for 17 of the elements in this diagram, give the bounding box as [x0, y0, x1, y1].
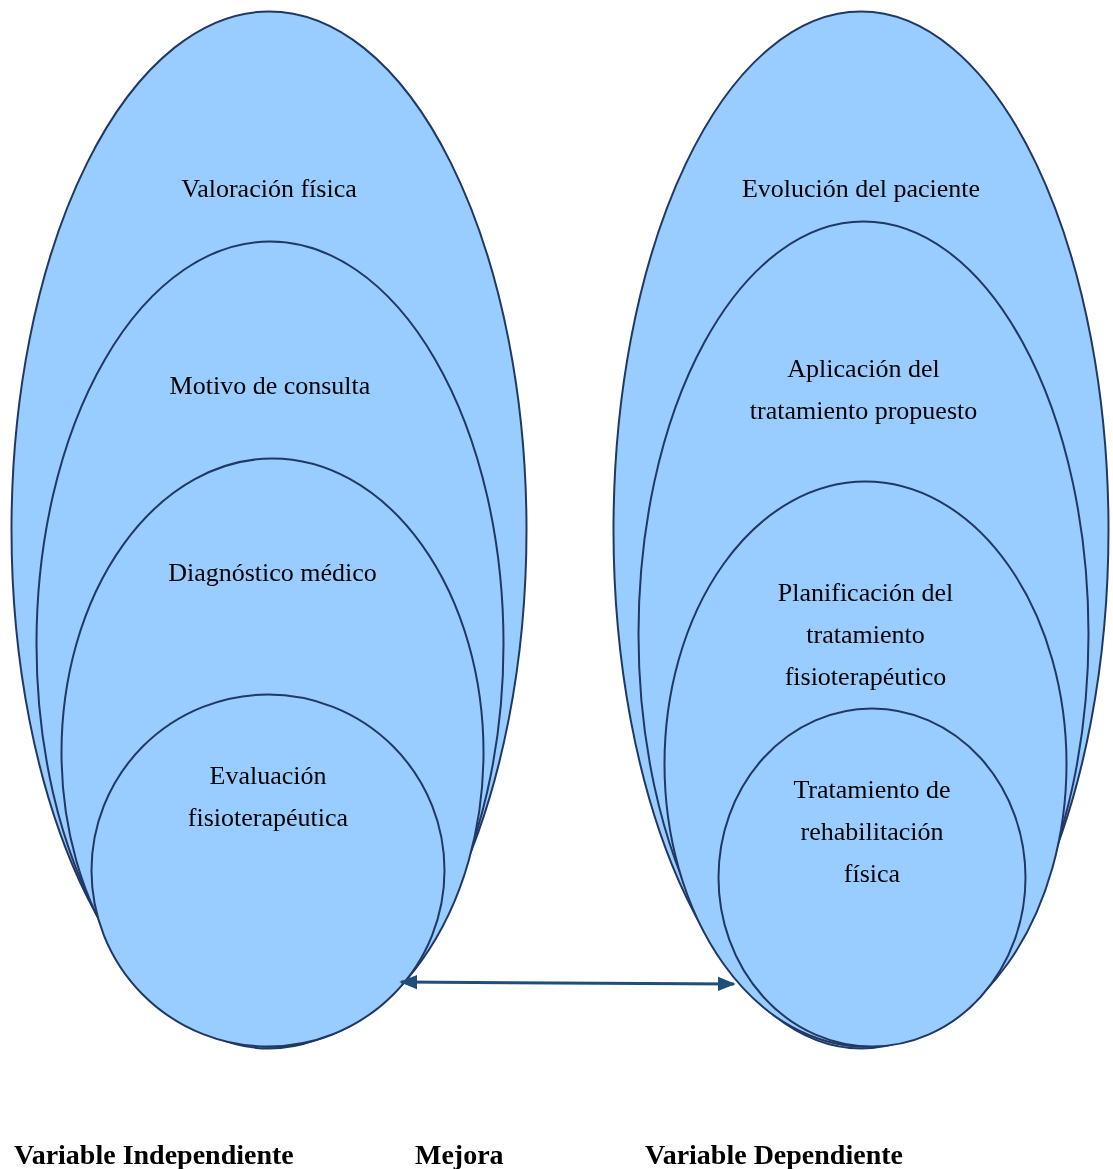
oval-shape	[60, 457, 485, 1048]
oval-shape	[717, 707, 1027, 1048]
oval-shape	[35, 240, 505, 1048]
node-label: Evolución del paciente	[740, 173, 982, 205]
node-label: Tratamiento de rehabilitación física	[792, 774, 952, 890]
node-label: Valoración física	[180, 173, 358, 205]
node-label: Diagnóstico médico	[167, 557, 378, 589]
node-label: Planificación del tratamiento fisioterapéutico	[776, 577, 955, 693]
oval-shape	[612, 10, 1110, 1050]
double-arrow	[399, 974, 736, 992]
oval-shape	[90, 693, 446, 1048]
node-label: Aplicación del tratamiento propuesto	[748, 353, 979, 427]
node-label: Evaluación fisioterapéutica	[186, 760, 350, 834]
oval-shape	[663, 480, 1068, 1048]
node-label: Motivo de consulta	[168, 370, 372, 402]
oval-shape	[10, 10, 528, 1050]
oval-shape	[637, 220, 1090, 1048]
